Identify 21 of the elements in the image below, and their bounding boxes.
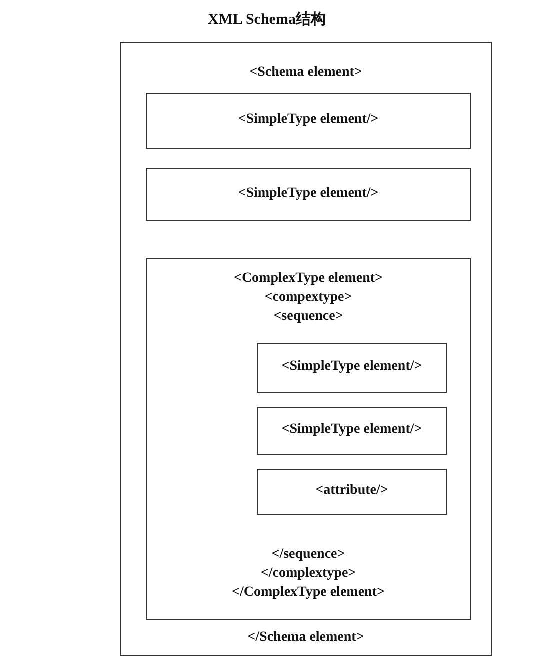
tag-text: <SimpleType element/>: [238, 186, 379, 201]
element-box: [257, 407, 447, 455]
tag-text: </Schema element>: [248, 630, 364, 645]
element-box: [257, 343, 447, 393]
tag-text: <sequence>: [274, 309, 344, 324]
schema-box: [120, 42, 492, 656]
tag-text: </ComplexType element>: [232, 585, 385, 600]
tag-text: <ComplexType element>: [234, 271, 384, 286]
element-box: [257, 469, 447, 515]
element-box: [146, 168, 471, 221]
tag-text: <SimpleType element/>: [238, 112, 379, 127]
tag-text: </sequence>: [272, 547, 346, 562]
tag-text: <SimpleType element/>: [282, 359, 422, 374]
diagram-title: XML Schema结构: [207, 10, 327, 29]
tag-text: <attribute/>: [316, 483, 388, 498]
tag-text: <SimpleType element/>: [282, 422, 422, 437]
element-box: [146, 93, 471, 149]
tag-text: <compextype>: [264, 290, 352, 305]
tag-text: </complextype>: [260, 566, 356, 581]
complex-type-box: [146, 258, 471, 620]
tag-text: <Schema element>: [250, 65, 362, 80]
